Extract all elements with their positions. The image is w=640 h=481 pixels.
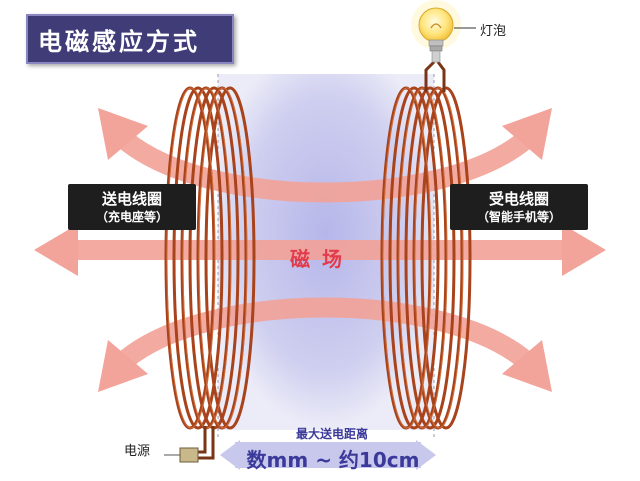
arrowhead-upper-right [502,108,552,160]
bulb-wires [424,60,446,92]
arrowhead-center-left [34,224,78,276]
transmitter-label-box: 送电线圈 （充电座等） [68,184,196,230]
transmitter-coil-highlight [166,87,248,429]
receiver-sublabel: （智能手机等） [476,210,561,224]
coil-turn [172,86,224,430]
distance-caption: 最大送电距离 [295,427,368,441]
light-bulb-icon [411,0,476,63]
power-label: 电源 [124,444,151,459]
receiver-coil-highlight [382,87,464,429]
coil-turn [404,86,456,430]
field-label: 磁场 [290,247,354,271]
coil-turn [204,86,256,430]
power-plug-icon [164,426,215,463]
field-arrowheads [34,108,606,392]
field-line-upper [115,130,535,203]
transmitter-coil [164,86,256,430]
double-arrow-icon [220,440,436,470]
arrowhead-upper-left [98,108,148,160]
arrowhead-lower-left [98,340,148,392]
arrowhead-center-right [562,224,606,276]
transmitter-label: 送电线圈 [101,190,162,208]
coil-turn [420,86,472,430]
diagram-title: 电磁感应方式 [38,28,200,56]
receiver-label: 受电线圈 [488,190,549,208]
coil-turn [388,86,440,430]
arrowhead-lower-right [502,340,552,392]
title-box [26,14,234,64]
bulb-label: 灯泡 [480,24,507,39]
receiver-label-box: 受电线圈 （智能手机等） [450,184,588,230]
distance-value: 数mm ~ 约10cm [246,448,420,472]
transmitter-sublabel: （充电座等） [95,210,168,224]
